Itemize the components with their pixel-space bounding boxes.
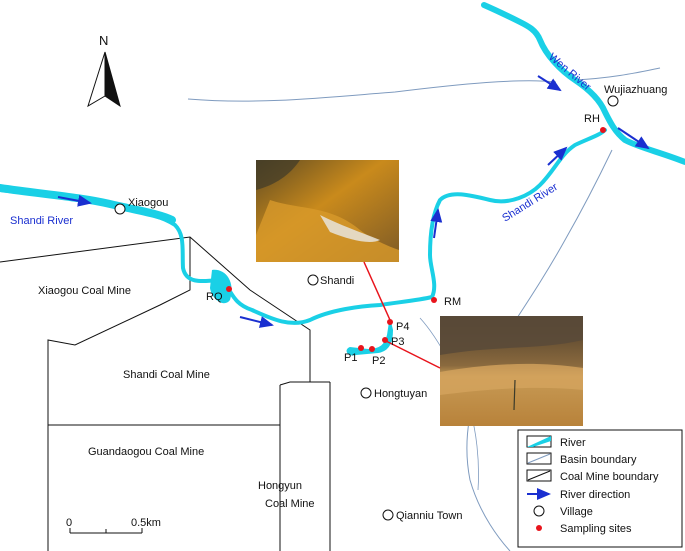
legend-river-direction: River direction: [560, 489, 630, 501]
legend-coal-mine-boundary: Coal Mine boundary: [560, 471, 659, 483]
photo-stream: [440, 316, 583, 426]
legend-village: Village: [560, 506, 593, 518]
label-p2: P2: [372, 355, 385, 367]
scale-bar: 0 0.5km: [66, 517, 161, 534]
label-rq: RQ: [206, 291, 223, 303]
site-p2: [369, 346, 375, 352]
legend-site-icon: [536, 525, 542, 531]
label-rm: RM: [444, 296, 461, 308]
label-shandi-mine: Shandi Coal Mine: [123, 369, 210, 381]
scale-zero: 0: [66, 517, 72, 529]
scale-max: 0.5km: [131, 517, 161, 529]
legend-river: River: [560, 437, 586, 449]
wen-river: [481, 2, 685, 165]
site-rq: [226, 286, 232, 292]
shandi-river: [0, 128, 607, 325]
north-arrow: N: [87, 33, 121, 108]
river-direction-arrows: [57, 75, 650, 328]
legend-sampling-sites: Sampling sites: [560, 523, 632, 535]
site-rm: [431, 297, 437, 303]
sampling-sites: [226, 127, 606, 352]
north-label: N: [99, 33, 108, 48]
label-qianniu: Qianniu Town: [396, 510, 462, 522]
legend-basin-boundary: Basin boundary: [560, 454, 637, 466]
label-xiaogou: Xiaogou: [128, 197, 168, 209]
village-qianniu-icon: [382, 509, 394, 521]
photo-seepage: [256, 160, 399, 262]
site-p4: [387, 319, 393, 325]
village-hongtuyan-icon: [360, 387, 372, 399]
label-wen-river: Wen River: [546, 51, 593, 93]
label-hongyun-mine-1: Hongyun: [258, 480, 302, 492]
label-shandi: Shandi: [320, 275, 354, 287]
site-rh: [600, 127, 606, 133]
photo-leader-a: [363, 261, 391, 321]
label-p1: P1: [344, 352, 357, 364]
village-wujiazhuang-icon: [607, 95, 619, 107]
label-shandi-river-east: Shandi River: [500, 181, 560, 225]
legend-village-icon: [533, 505, 545, 517]
photo-leader-b: [383, 339, 441, 369]
site-p3: [382, 337, 388, 343]
label-p4: P4: [396, 321, 409, 333]
shandi-river-west: [0, 184, 176, 224]
rq-pool: [210, 269, 232, 304]
coal-mine-boundaries: [0, 236, 331, 551]
site-p1: [358, 345, 364, 351]
label-p3: P3: [391, 336, 404, 348]
label-hongtuyan: Hongtuyan: [374, 388, 427, 400]
label-hongyun-mine-2: Coal Mine: [265, 498, 315, 510]
label-rh: RH: [584, 113, 600, 125]
legend: River Basin boundary Coal Mine boundary …: [517, 429, 683, 548]
village-xiaogou-icon: [114, 203, 126, 215]
label-guandaogou-mine: Guandaogou Coal Mine: [88, 446, 204, 458]
label-shandi-river-west: Shandi River: [10, 215, 73, 227]
village-shandi-icon: [307, 274, 319, 286]
label-wujiazhuang: Wujiazhuang: [604, 84, 667, 96]
villages: [114, 95, 619, 521]
label-xiaogou-mine: Xiaogou Coal Mine: [38, 285, 131, 297]
